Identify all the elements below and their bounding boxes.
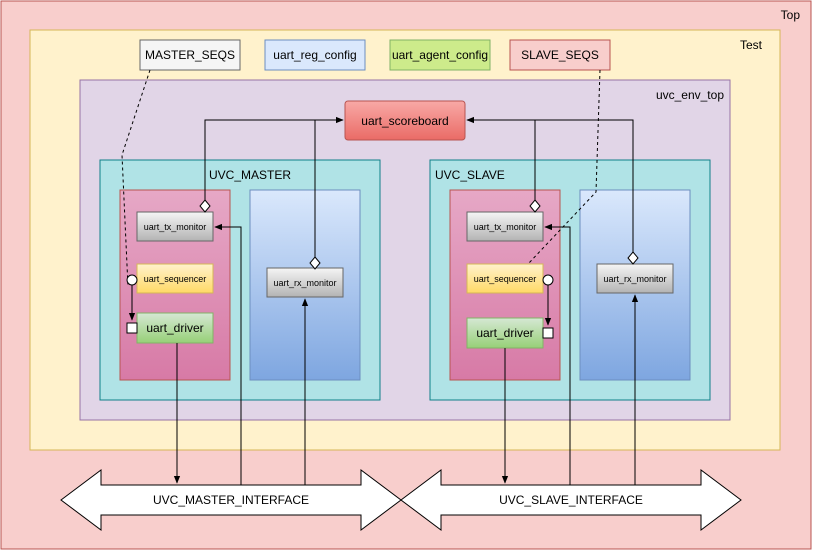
slave-seqs-link	[527, 69, 601, 265]
slave-seq-port-icon	[542, 274, 554, 286]
master-rx-port-icon	[309, 256, 321, 270]
slave-rx-monitor-label: uart_rx_monitor	[603, 274, 666, 284]
slave-seqs-box	[509, 39, 611, 71]
master-tx-to-scoreboard	[204, 116, 344, 206]
master-sequencer-label: uart_sequencer	[144, 274, 207, 284]
slave-interface-arrow	[400, 469, 742, 531]
slave-rx-to-scoreboard	[535, 119, 634, 258]
master-seq-port-icon	[126, 274, 138, 286]
master-rx-monitor-label: uart_rx_monitor	[273, 278, 336, 288]
slave-sequencer	[466, 263, 544, 294]
slave-interface-to-tx-monitor	[544, 223, 571, 485]
master-tx-monitor	[136, 211, 214, 242]
agent-config-box	[389, 39, 491, 71]
reg-config-box	[264, 39, 366, 71]
slave-driver-port-icon	[542, 327, 554, 339]
master-tx-monitor-label: uart_tx_monitor	[144, 222, 207, 232]
slave-rx-port-icon	[627, 251, 639, 265]
master-seqs-label: MASTER_SEQS	[145, 48, 235, 62]
slave-interface-label: UVC_SLAVE_INTERFACE	[499, 493, 643, 507]
slave-tx-port-icon	[529, 199, 541, 213]
master-rx-monitor	[266, 267, 344, 298]
reg-config-label: uart_reg_config	[273, 48, 356, 62]
scoreboard-box	[344, 100, 466, 141]
master-tx-port-icon	[199, 199, 211, 213]
master-seqs-box	[139, 39, 241, 71]
uvc-master-label: UVC_MASTER	[209, 168, 291, 182]
top-label: Top	[781, 8, 801, 22]
slave-sequencer-label: uart_sequencer	[474, 274, 537, 284]
env-label: uvc_env_top	[656, 88, 724, 102]
master-driver-label: uart_driver	[146, 321, 203, 335]
slave-tx-monitor-label: uart_tx_monitor	[474, 222, 537, 232]
slave-driver-label: uart_driver	[476, 326, 533, 340]
slave-tx-monitor	[466, 211, 544, 242]
test-label: Test	[740, 38, 763, 52]
master-interface-label: UVC_MASTER_INTERFACE	[153, 493, 309, 507]
slave-rx-monitor	[596, 263, 674, 294]
scoreboard-label: uart_scoreboard	[361, 114, 448, 128]
master-sequencer	[136, 263, 214, 294]
master-driver-port-icon	[126, 322, 138, 334]
uvc-slave-label: UVC_SLAVE	[435, 168, 505, 182]
master-interface-to-tx-monitor	[214, 223, 242, 485]
agent-config-label: uart_agent_config	[392, 48, 488, 62]
slave-seqs-label: SLAVE_SEQS	[521, 48, 599, 62]
